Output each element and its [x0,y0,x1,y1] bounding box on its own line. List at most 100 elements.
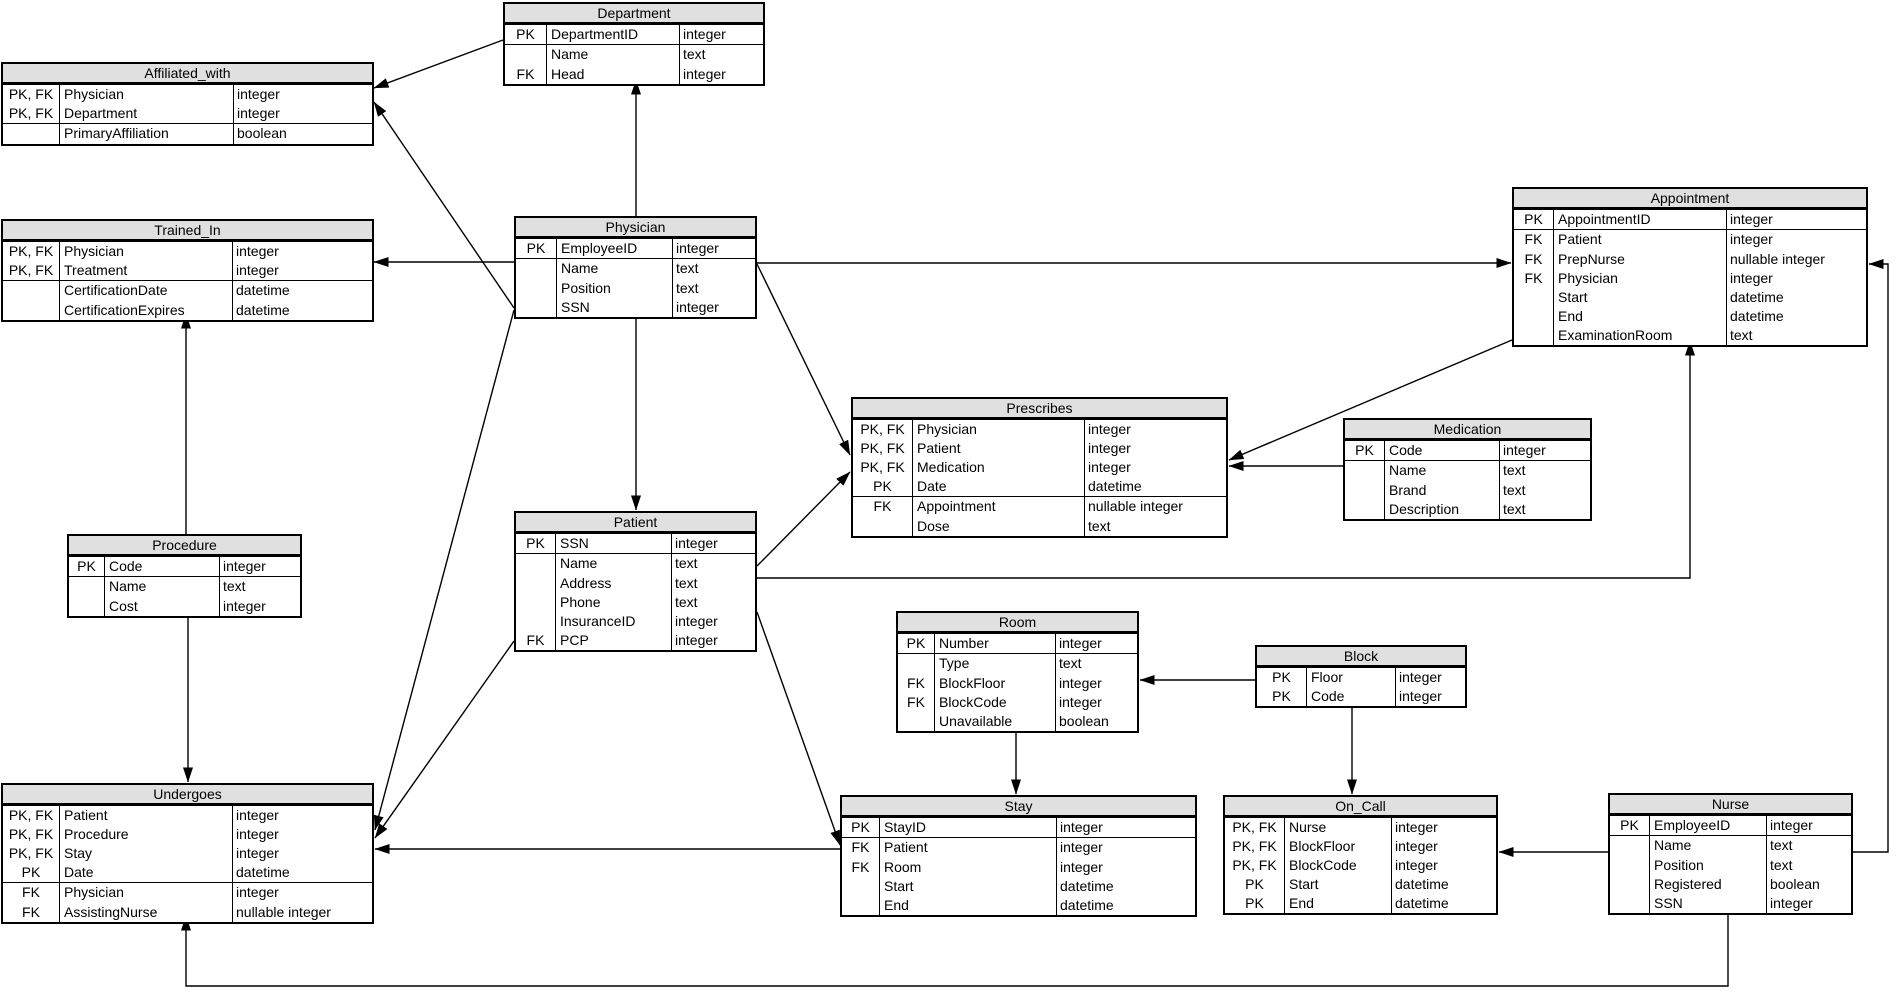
key-cell: PK, FK [3,104,60,123]
relation-nurse-appointment [1853,259,1889,853]
relation-physician-prescribes [756,263,851,456]
key-cell [1345,481,1385,500]
key-cell: FK [898,674,935,693]
key-cell: FK [898,693,935,712]
entity-title-affiliated_with: Affiliated_with [3,64,372,85]
key-cell: PK, FK [3,825,60,844]
field-type: datetime [1395,895,1449,911]
key-cell: PK [1610,816,1650,835]
field-type: integer [236,884,279,900]
field-type: integer [1060,839,1103,855]
field-type: datetime [1088,478,1142,494]
key-cell: FK [1514,269,1554,288]
key-cell: PK, FK [3,242,60,261]
key-cell: PK [1225,875,1285,894]
field-type: boolean [1059,713,1109,729]
field-type: integer [236,826,279,842]
relation-patient-undergoes [374,640,515,839]
field-type: text [1503,482,1526,498]
relation-physician-affiliated_with [373,101,515,309]
field-type: nullable integer [1088,498,1183,514]
field-type: text [1503,462,1526,478]
field-name: Name [1385,461,1500,481]
field-type: integer [236,845,279,861]
field-type: integer [1060,859,1103,875]
field-type: integer [236,243,279,259]
key-cell: PK, FK [1225,837,1285,856]
key-cell [1345,461,1385,481]
field-type: integer [676,299,719,315]
field-name: BlockFloor [1285,837,1392,856]
field-name: Head [547,65,680,84]
key-cell: FK [842,858,880,877]
field-name: End [1554,307,1727,326]
field-name: Date [913,477,1085,496]
key-cell: PK [516,534,556,553]
field-type: integer [675,535,718,551]
field-name: EmployeeID [557,239,673,258]
field-type: text [675,555,698,571]
field-name: Physician [60,883,233,903]
entity-title-patient: Patient [516,513,755,534]
field-name: CertificationExpires [60,301,233,320]
entity-title-appointment: Appointment [1514,189,1866,210]
field-type: text [676,280,699,296]
key-cell: PK, FK [3,261,60,280]
field-type: integer [1730,270,1773,286]
field-name: SSN [557,298,673,317]
field-type: nullable integer [1730,251,1825,267]
key-cell: PK [516,239,557,258]
field-name: Physician [60,242,233,261]
key-cell [1610,894,1650,913]
field-type: integer [1395,819,1438,835]
field-name: Patient [1554,230,1727,250]
key-cell: PK [842,818,880,837]
relation-physician-undergoes [373,309,515,831]
field-name: Name [556,554,672,574]
key-cell: FK [842,838,880,858]
field-type: datetime [236,864,290,880]
field-name: SSN [1650,894,1767,913]
key-cell [853,517,913,536]
field-name: PrimaryAffiliation [60,124,234,144]
key-cell [505,45,547,65]
field-name: PCP [556,631,672,650]
key-cell [69,577,105,597]
field-name: Department [60,104,234,123]
field-type: integer [236,807,279,823]
key-cell [3,124,60,144]
field-type: datetime [236,282,290,298]
key-cell: PK [1257,687,1307,706]
field-type: integer [1770,895,1813,911]
field-name: Patient [913,439,1085,458]
field-name: SSN [556,534,672,553]
field-name: AssistingNurse [60,903,233,922]
field-type: integer [1770,817,1813,833]
field-type: datetime [1395,876,1449,892]
